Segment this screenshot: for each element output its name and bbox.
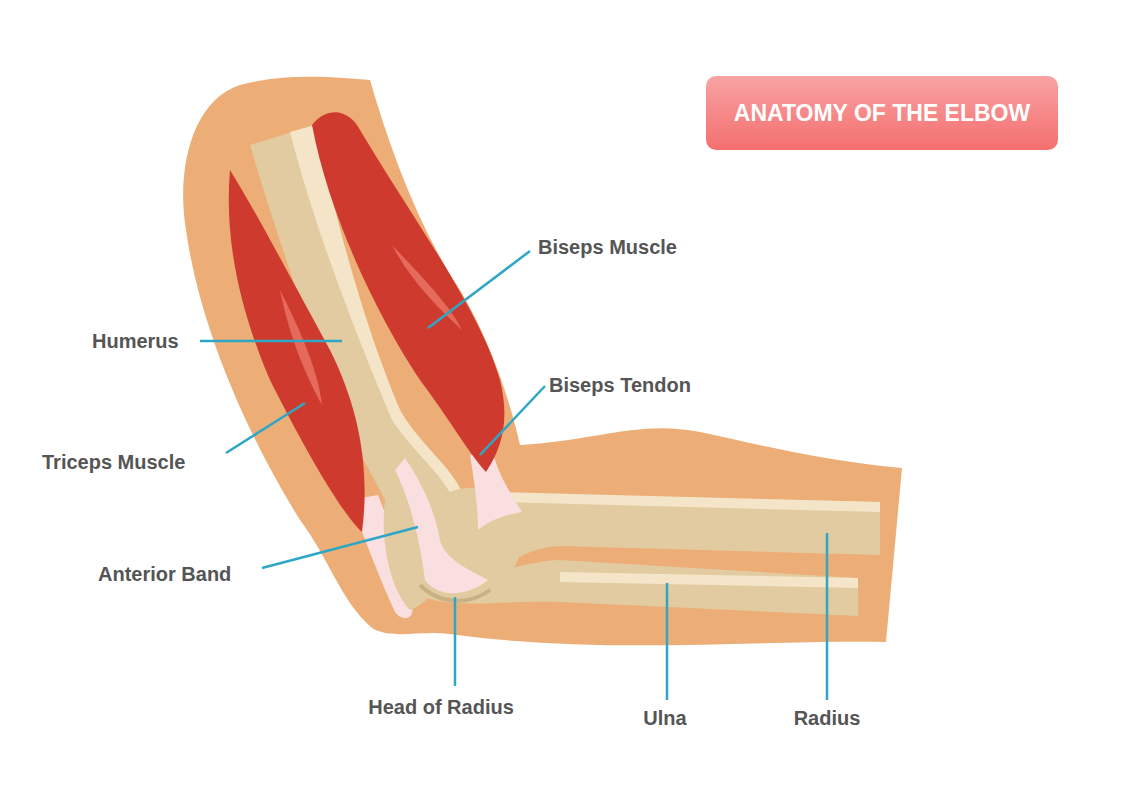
leader-line xyxy=(666,583,669,700)
radius-bone xyxy=(456,492,880,590)
title-banner: ANATOMY OF THE ELBOW xyxy=(706,76,1058,150)
leader-line xyxy=(226,403,305,453)
leader-line xyxy=(200,340,342,343)
part-label: Biseps Muscle xyxy=(538,237,677,257)
part-label: Ulna xyxy=(643,708,686,728)
part-label: Humerus xyxy=(92,331,179,351)
part-label: Head of Radius xyxy=(368,697,514,717)
part-label: Radius xyxy=(794,708,861,728)
triceps-highlight xyxy=(280,290,322,405)
leader-lines xyxy=(200,251,827,700)
ulna-highlight xyxy=(560,572,858,588)
part-label: Biseps Tendon xyxy=(549,375,691,395)
leader-line xyxy=(428,251,530,328)
part-label: Anterior Band xyxy=(98,564,231,584)
leader-line xyxy=(454,597,457,686)
leader-line xyxy=(480,386,545,455)
biceps-highlight xyxy=(392,245,462,330)
arm-skin xyxy=(183,77,902,645)
leader-line xyxy=(826,533,829,700)
part-label: Triceps Muscle xyxy=(42,452,185,472)
radius-highlight xyxy=(500,492,880,512)
leader-line xyxy=(262,527,418,568)
